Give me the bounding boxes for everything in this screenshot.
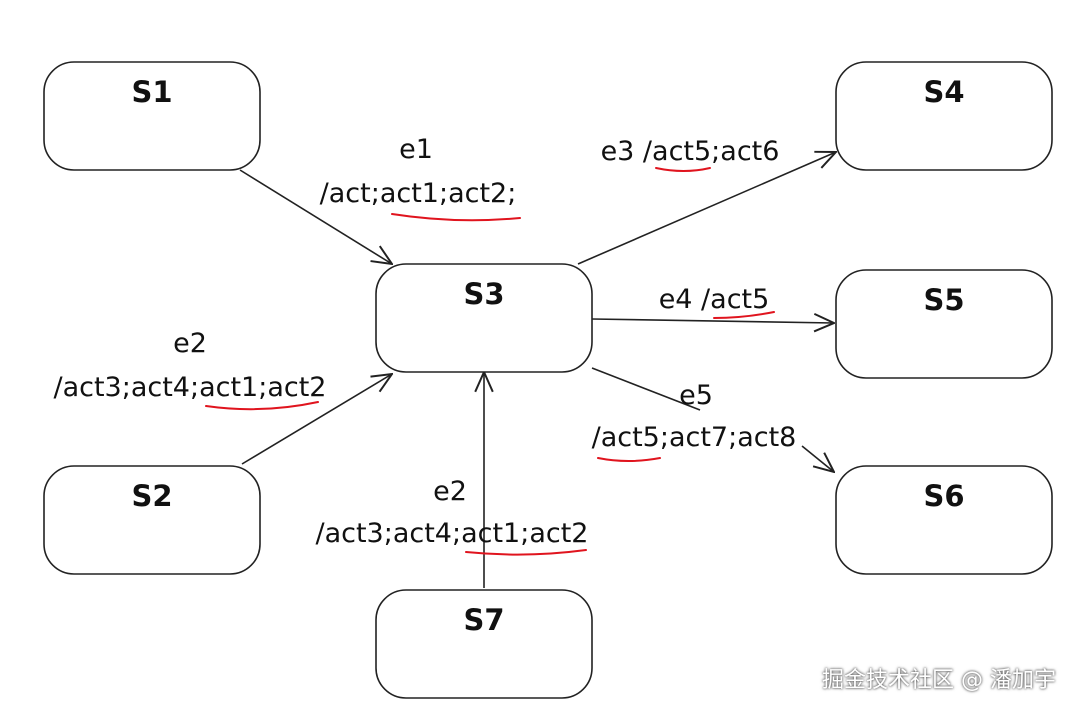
label-s7-s3-actions: /act3;act4;act1;act2 bbox=[315, 518, 588, 549]
state-s3: S3 bbox=[375, 263, 593, 373]
label-s7-s3-event: e2 bbox=[433, 476, 467, 507]
label-s1-s3-actions: /act;act1;act2; bbox=[320, 178, 517, 209]
state-s1-label: S1 bbox=[131, 75, 172, 109]
state-s3-label: S3 bbox=[463, 277, 504, 311]
underline-s3-s4 bbox=[655, 167, 711, 172]
state-s5-label: S5 bbox=[923, 283, 964, 317]
state-s6-label: S6 bbox=[923, 479, 964, 513]
underline-s1-s3 bbox=[391, 213, 521, 222]
state-s7: S7 bbox=[375, 589, 593, 699]
label-s3-s4: e3 /act5;act6 bbox=[601, 136, 780, 167]
edge-s3-s6 bbox=[591, 367, 701, 411]
edge-s3-s5 bbox=[591, 319, 834, 323]
label-s2-s3-actions: /act3;act4;act1;act2 bbox=[53, 372, 326, 403]
state-s1: S1 bbox=[43, 61, 261, 171]
underline-s3-s5 bbox=[713, 311, 775, 319]
state-s5: S5 bbox=[835, 269, 1053, 379]
state-s2-label: S2 bbox=[131, 479, 172, 513]
state-s4: S4 bbox=[835, 61, 1053, 171]
edge-s3-s4 bbox=[577, 152, 836, 265]
state-s6: S6 bbox=[835, 465, 1053, 575]
underline-s3-s6 bbox=[597, 457, 661, 462]
edge-s1-s3 bbox=[239, 169, 392, 264]
label-s3-s6-actions: /act5;act7;act8 bbox=[592, 422, 797, 453]
edge-s2-s3 bbox=[241, 374, 392, 465]
edge-s3-s6-end bbox=[801, 445, 834, 472]
watermark: 掘金技术社区 @ 潘加宇 bbox=[822, 668, 1056, 693]
state-s7-label: S7 bbox=[463, 603, 504, 637]
label-s3-s6-event: e5 bbox=[679, 380, 713, 411]
label-s2-s3-event: e2 bbox=[173, 328, 207, 359]
underline-s7-s3 bbox=[465, 549, 587, 556]
state-s4-label: S4 bbox=[923, 75, 964, 109]
label-s1-s3-event: e1 bbox=[399, 134, 433, 165]
state-s2: S2 bbox=[43, 465, 261, 575]
label-s3-s5: e4 /act5 bbox=[659, 284, 770, 315]
underline-s2-s3 bbox=[205, 401, 319, 411]
